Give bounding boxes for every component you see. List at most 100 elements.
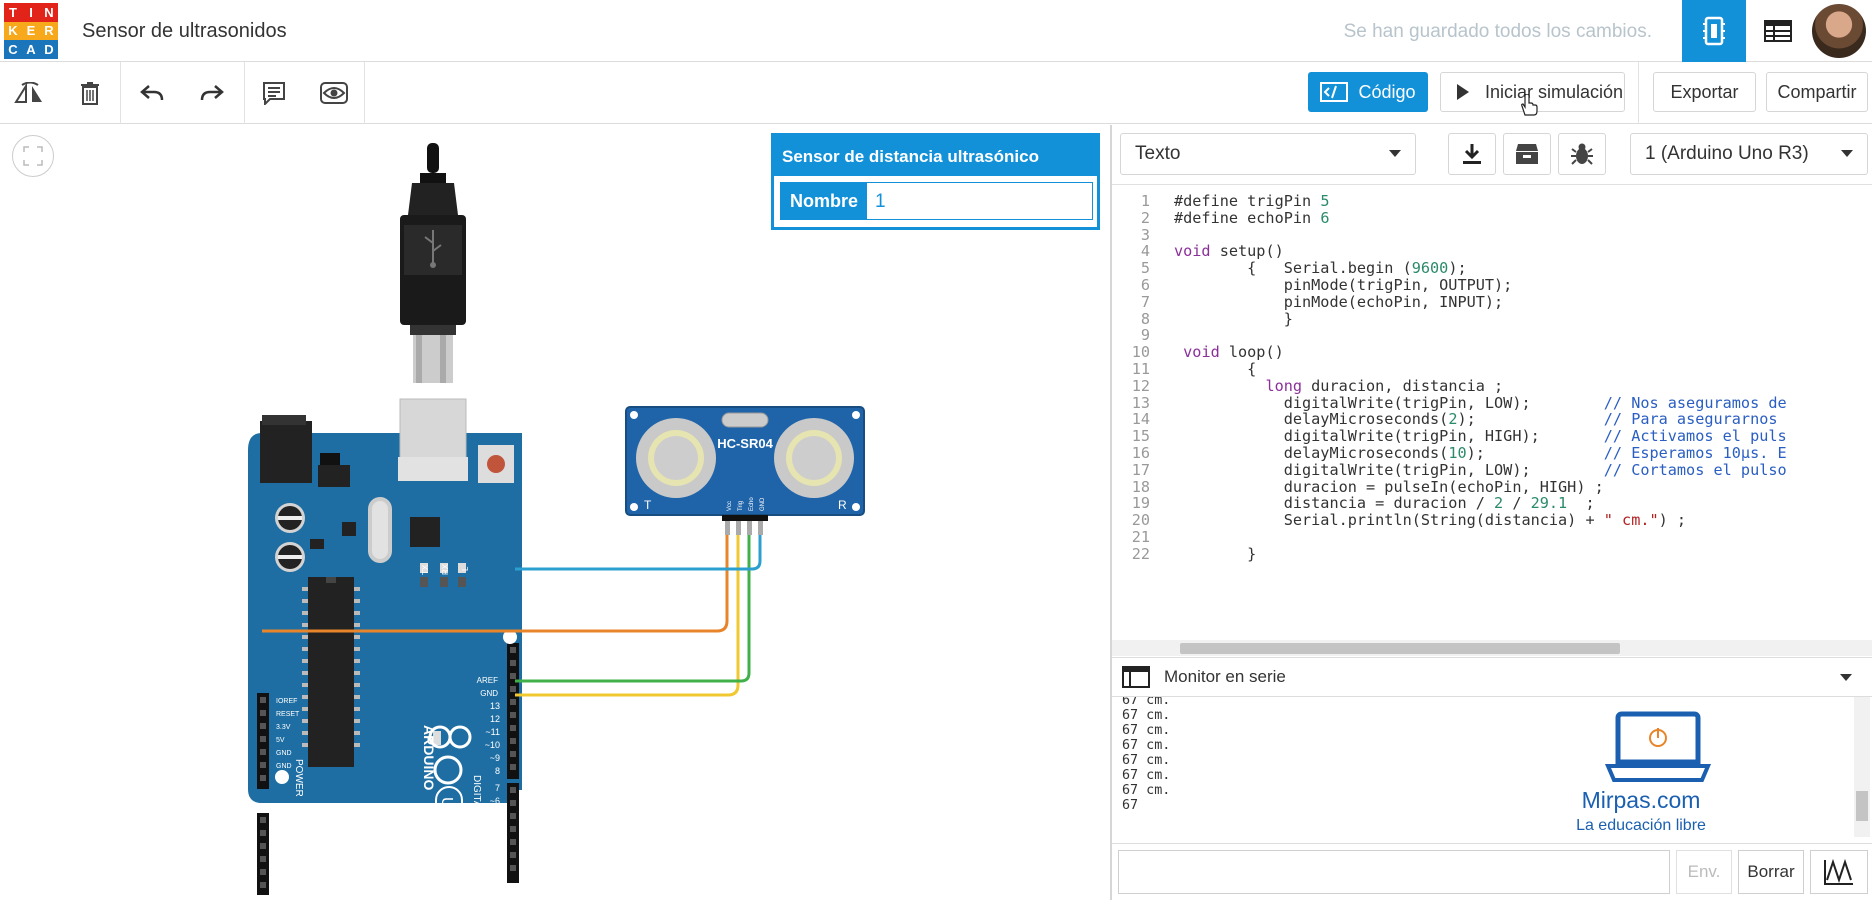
code-line[interactable]: delayMicroseconds(2); // Para asegurarno… <box>1174 410 1778 429</box>
board-brand-label: ARDUINO <box>421 725 437 790</box>
board-select[interactable]: 1 (Arduino Uno R3) <box>1630 133 1868 175</box>
visibility-button[interactable] <box>316 76 352 110</box>
serial-monitor-header[interactable]: Monitor en serie <box>1112 657 1872 697</box>
line-number: 13 <box>1131 393 1150 412</box>
code-line[interactable]: #define echoPin 6 <box>1174 208 1330 227</box>
digital-pin-label: ~10 <box>485 740 500 750</box>
logo-letter: N <box>40 3 58 22</box>
code-line[interactable]: digitalWrite(trigPin, HIGH); // Activamo… <box>1174 427 1787 446</box>
code-line[interactable]: } <box>1174 544 1257 563</box>
line-number: 16 <box>1131 444 1150 462</box>
board-tx1-label: TX▸1 <box>481 869 500 878</box>
serial-monitor-scrollbar[interactable] <box>1854 697 1870 837</box>
code-line[interactable]: duracion = pulseIn(echoPin, HIGH) ; <box>1174 477 1604 496</box>
line-number: 3 <box>1140 225 1150 244</box>
code-button[interactable]: Código <box>1308 72 1428 112</box>
sensor-pin-label: Vcc <box>727 501 733 511</box>
board-on-label: ON <box>432 875 441 887</box>
debugger-button[interactable] <box>1558 133 1606 175</box>
line-number: 15 <box>1131 427 1150 446</box>
line-number: 1 <box>1140 192 1150 210</box>
code-line[interactable]: delayMicroseconds(10); // Esperamos 10µs… <box>1174 444 1787 462</box>
serial-monitor-output[interactable]: 67 cm.67 cm.67 cm.67 cm.67 cm.67 cm.67 c… <box>1112 697 1872 837</box>
undo-button[interactable] <box>134 76 170 110</box>
power-pin-label: RESET <box>276 711 300 718</box>
code-line[interactable]: digitalWrite(trigPin, LOW); // Cortamos … <box>1174 460 1787 479</box>
code-line[interactable]: distancia = duracion / 2 / 29.1 ; <box>1174 494 1595 513</box>
rotate-button[interactable] <box>12 76 48 110</box>
component-inspector: Sensor de distancia ultrasónico Nombre 1 <box>771 133 1100 230</box>
analog-pin-label: A5 <box>276 882 287 892</box>
scrollbar-thumb[interactable] <box>1856 791 1868 821</box>
code-line[interactable]: pinMode(trigPin, OUTPUT); <box>1174 276 1513 294</box>
inspector-title: Sensor de distancia ultrasónico <box>774 136 1097 176</box>
code-mode-select[interactable]: Texto <box>1120 133 1416 175</box>
toolbar-divider <box>1638 62 1639 124</box>
serial-input[interactable] <box>1118 850 1670 894</box>
analog-pin-label: A3 <box>276 856 287 866</box>
project-title[interactable]: Sensor de ultrasonidos <box>82 20 287 42</box>
scrollbar-thumb[interactable] <box>1180 643 1620 654</box>
component-list-button[interactable] <box>1746 0 1810 62</box>
code-line[interactable]: { <box>1174 360 1257 378</box>
notes-button[interactable] <box>256 76 292 110</box>
send-button[interactable]: Env. <box>1676 850 1732 894</box>
export-button[interactable]: Exportar <box>1653 72 1756 112</box>
wires[interactable] <box>262 535 762 697</box>
graph-button[interactable] <box>1810 850 1868 894</box>
usb-cable[interactable] <box>400 143 466 383</box>
library-button[interactable] <box>1503 133 1551 175</box>
inspector-name-row: Nombre 1 <box>780 182 1093 220</box>
sensor-pin-label: Echo <box>749 497 755 511</box>
download-button[interactable] <box>1448 133 1496 175</box>
serial-output-line: 67 cm. <box>1122 768 1171 783</box>
hand-cursor-icon <box>1521 94 1538 116</box>
wire-vcc[interactable] <box>262 535 729 633</box>
chevron-down-icon[interactable] <box>1840 674 1852 682</box>
sensor-model-label: HC-SR04 <box>717 436 773 451</box>
redo-button[interactable] <box>194 76 230 110</box>
user-avatar[interactable] <box>1812 4 1866 58</box>
code-line[interactable]: void setup() <box>1174 242 1284 261</box>
inspector-name-input[interactable]: 1 <box>875 191 886 212</box>
power-pin-label: Vin <box>276 776 286 783</box>
power-pin-label: 3.3V <box>276 724 291 731</box>
library-icon <box>1516 144 1538 164</box>
delete-button[interactable] <box>72 76 108 110</box>
share-button[interactable]: Compartir <box>1766 72 1868 112</box>
line-number: 8 <box>1140 309 1150 328</box>
notes-icon <box>263 82 285 105</box>
code-line[interactable]: pinMode(echoPin, INPUT); <box>1174 292 1504 311</box>
code-horizontal-scrollbar[interactable] <box>1112 640 1872 656</box>
sensor-r-mark: R <box>838 498 847 512</box>
code-line[interactable]: digitalWrite(trigPin, LOW); // Nos asegu… <box>1174 393 1787 412</box>
fit-view-button[interactable] <box>12 135 54 177</box>
wire-echo[interactable] <box>515 535 751 683</box>
wire-trig[interactable] <box>515 535 740 697</box>
clear-button[interactable]: Borrar <box>1738 850 1804 894</box>
component-list-icon <box>1764 20 1792 42</box>
wire-gnd[interactable] <box>515 535 762 571</box>
code-line[interactable]: void loop() <box>1183 343 1284 362</box>
chevron-down-icon <box>1841 150 1853 157</box>
code-line[interactable]: #define trigPin 5 <box>1174 192 1330 210</box>
play-icon <box>1457 84 1469 100</box>
board-pin-label-gnd: GND <box>480 689 498 698</box>
code-line[interactable]: { Serial.begin (9600); <box>1174 259 1467 278</box>
toolbar-divider <box>244 62 245 124</box>
code-line[interactable]: Serial.println(String(distancia) + " cm.… <box>1174 511 1687 530</box>
logo-letter: C <box>4 40 22 59</box>
code-mode-value: Texto <box>1135 143 1181 164</box>
code-line[interactable]: } <box>1174 309 1293 328</box>
circuit-view-button[interactable] <box>1682 0 1746 62</box>
code-line[interactable]: long duracion, distancia ; <box>1265 376 1504 395</box>
